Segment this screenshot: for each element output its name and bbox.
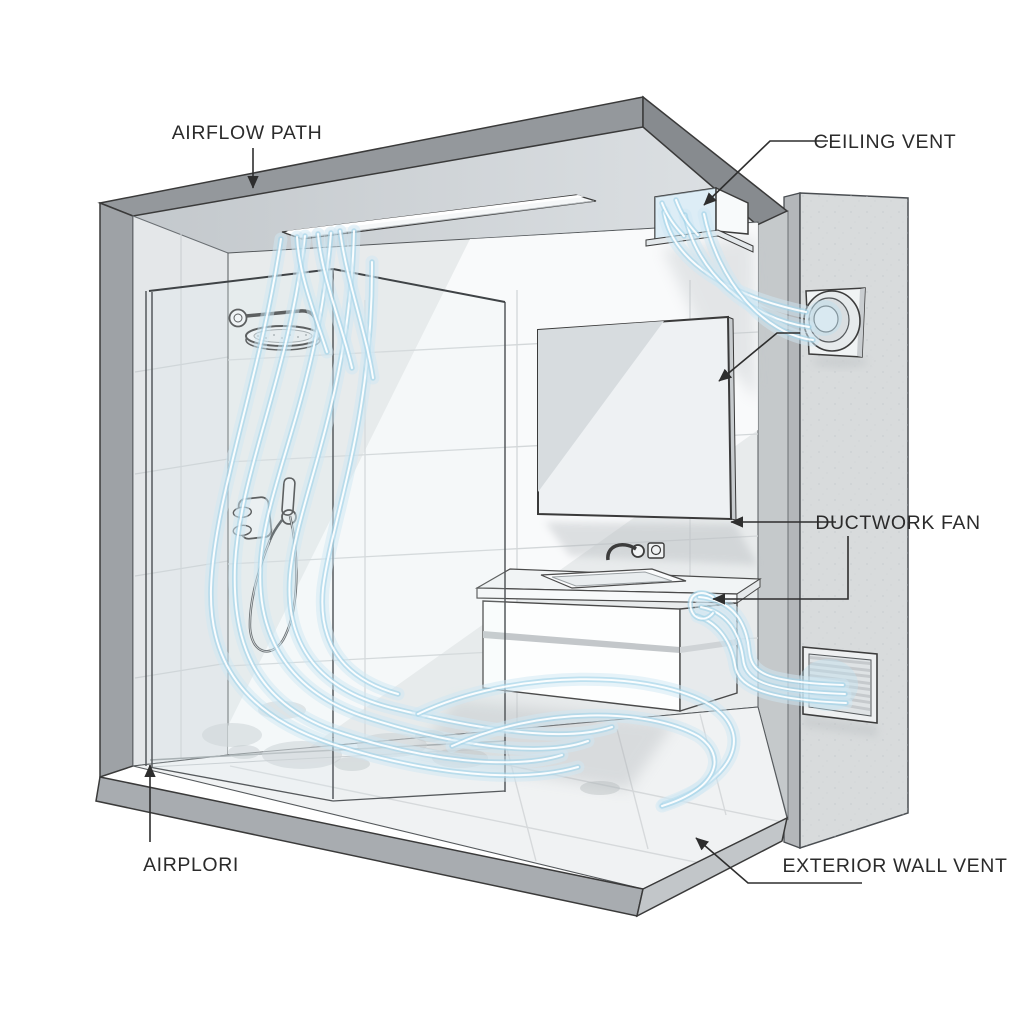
mirror bbox=[537, 315, 737, 521]
airflow-path-label: AIRFLOW PATH bbox=[172, 122, 323, 144]
fan-to-mirror-arrow bbox=[718, 332, 800, 382]
ceiling-slab bbox=[97, 95, 789, 253]
sink bbox=[540, 568, 687, 589]
ductwork-fan-leader-down bbox=[712, 536, 849, 605]
annotation-leaders bbox=[144, 140, 862, 884]
annotation-labels: AIRFLOW PATH CEILING VENT DUCTWORK FAN A… bbox=[143, 122, 1007, 877]
airflow-floor-label: AIRPLORI bbox=[143, 854, 239, 876]
drawer-groove bbox=[483, 631, 680, 653]
exterior-vent-leader bbox=[695, 837, 862, 884]
mixer-box bbox=[647, 542, 665, 559]
left-wall-section-band bbox=[99, 201, 134, 779]
mirror-reflection bbox=[538, 321, 664, 492]
ceiling-vent-leader bbox=[703, 140, 828, 206]
floor-right-band bbox=[635, 816, 789, 918]
ceiling-vent-label: CEILING VENT bbox=[814, 131, 957, 153]
exhaust-fan bbox=[803, 287, 866, 358]
ductwork-fan-label: DUCTWORK FAN bbox=[815, 512, 980, 534]
exterior-wall-vent-label: EXTERIOR WALL VENT bbox=[783, 855, 1008, 877]
wall-faucet bbox=[606, 543, 645, 561]
